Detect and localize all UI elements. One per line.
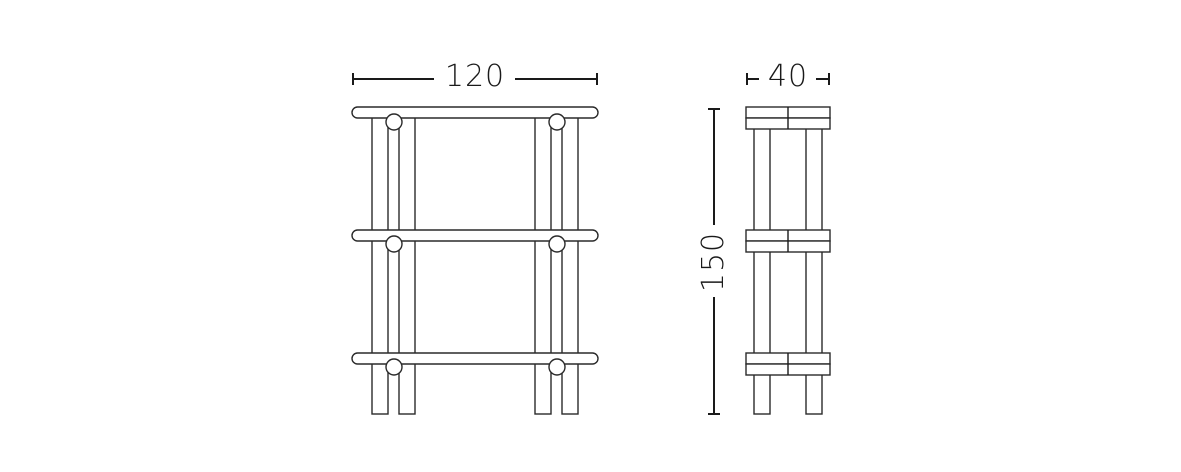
connector-peg [548,235,566,253]
depth-dimension-label: 40 [768,59,808,94]
width-dimension-label: 120 [445,59,505,94]
front-shelf-middle [351,229,599,242]
width-dimension: 120 [352,59,598,94]
connector-peg [385,358,403,376]
connector-peg [548,113,566,131]
front-leg-1 [371,116,389,415]
connector-peg [385,113,403,131]
side-view: 40 [745,59,831,415]
height-dimension: 150 [696,108,731,415]
front-legs [371,116,579,415]
height-dimension-label: 150 [696,232,731,292]
front-connectors [385,113,566,376]
front-shelf-bottom [351,352,599,365]
front-shelves [351,106,599,365]
side-shelf-middle [745,229,831,253]
front-shelf-top [351,106,599,119]
connector-peg [385,235,403,253]
connector-peg [548,358,566,376]
side-shelf-top [745,106,831,130]
front-leg-3 [534,116,552,415]
depth-dimension: 40 [746,59,830,94]
front-view: 120 [351,59,599,415]
side-shelf-bottom [745,352,831,376]
